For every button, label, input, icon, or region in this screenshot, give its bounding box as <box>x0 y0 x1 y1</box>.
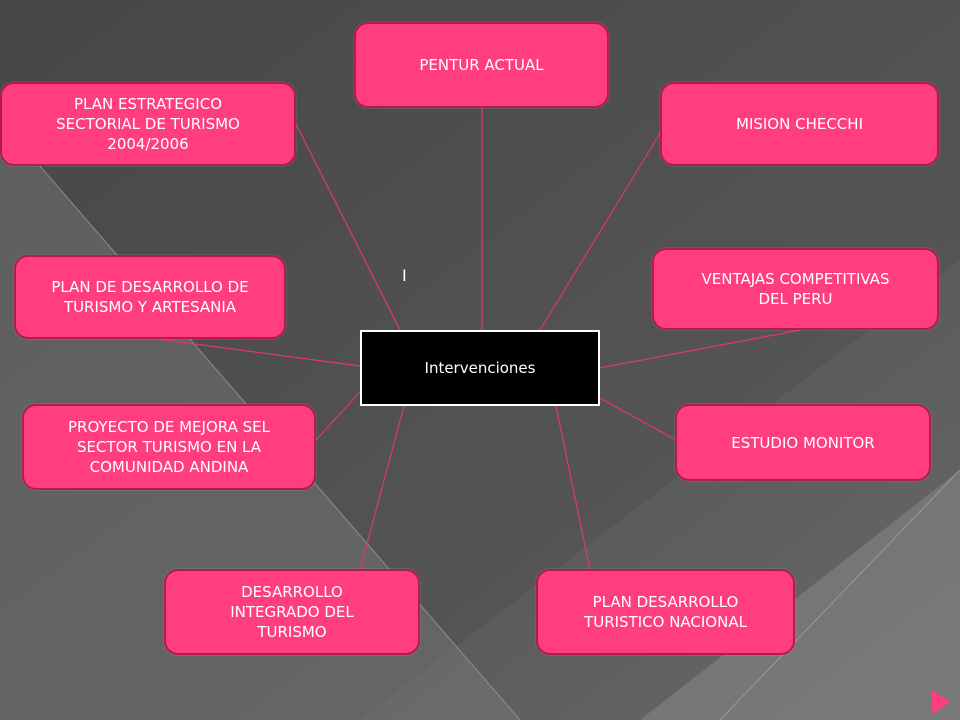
node-ventajas-competitivas: VENTAJAS COMPETITIVAS DEL PERU <box>652 248 939 330</box>
node-plan-desarrollo-turistico: PLAN DESARROLLO TURISTICO NACIONAL <box>536 569 795 655</box>
node-pentur-actual: PENTUR ACTUAL <box>354 22 609 108</box>
node-plan-estrategico: PLAN ESTRATEGICO SECTORIAL DE TURISMO 20… <box>0 82 296 166</box>
node-mision-checchi: MISION CHECCHI <box>660 82 939 166</box>
center-node-intervenciones: Intervenciones <box>360 330 600 406</box>
node-proyecto-mejora: PROYECTO DE MEJORA SEL SECTOR TURISMO EN… <box>22 404 316 490</box>
stray-text-mark: I <box>402 266 407 285</box>
node-estudio-monitor: ESTUDIO MONITOR <box>675 404 931 481</box>
node-desarrollo-integrado: DESARROLLO INTEGRADO DEL TURISMO <box>164 569 420 655</box>
play-arrow-icon <box>932 690 950 714</box>
node-plan-desarrollo-turismo-artesania: PLAN DE DESARROLLO DE TURISMO Y ARTESANI… <box>14 255 286 339</box>
